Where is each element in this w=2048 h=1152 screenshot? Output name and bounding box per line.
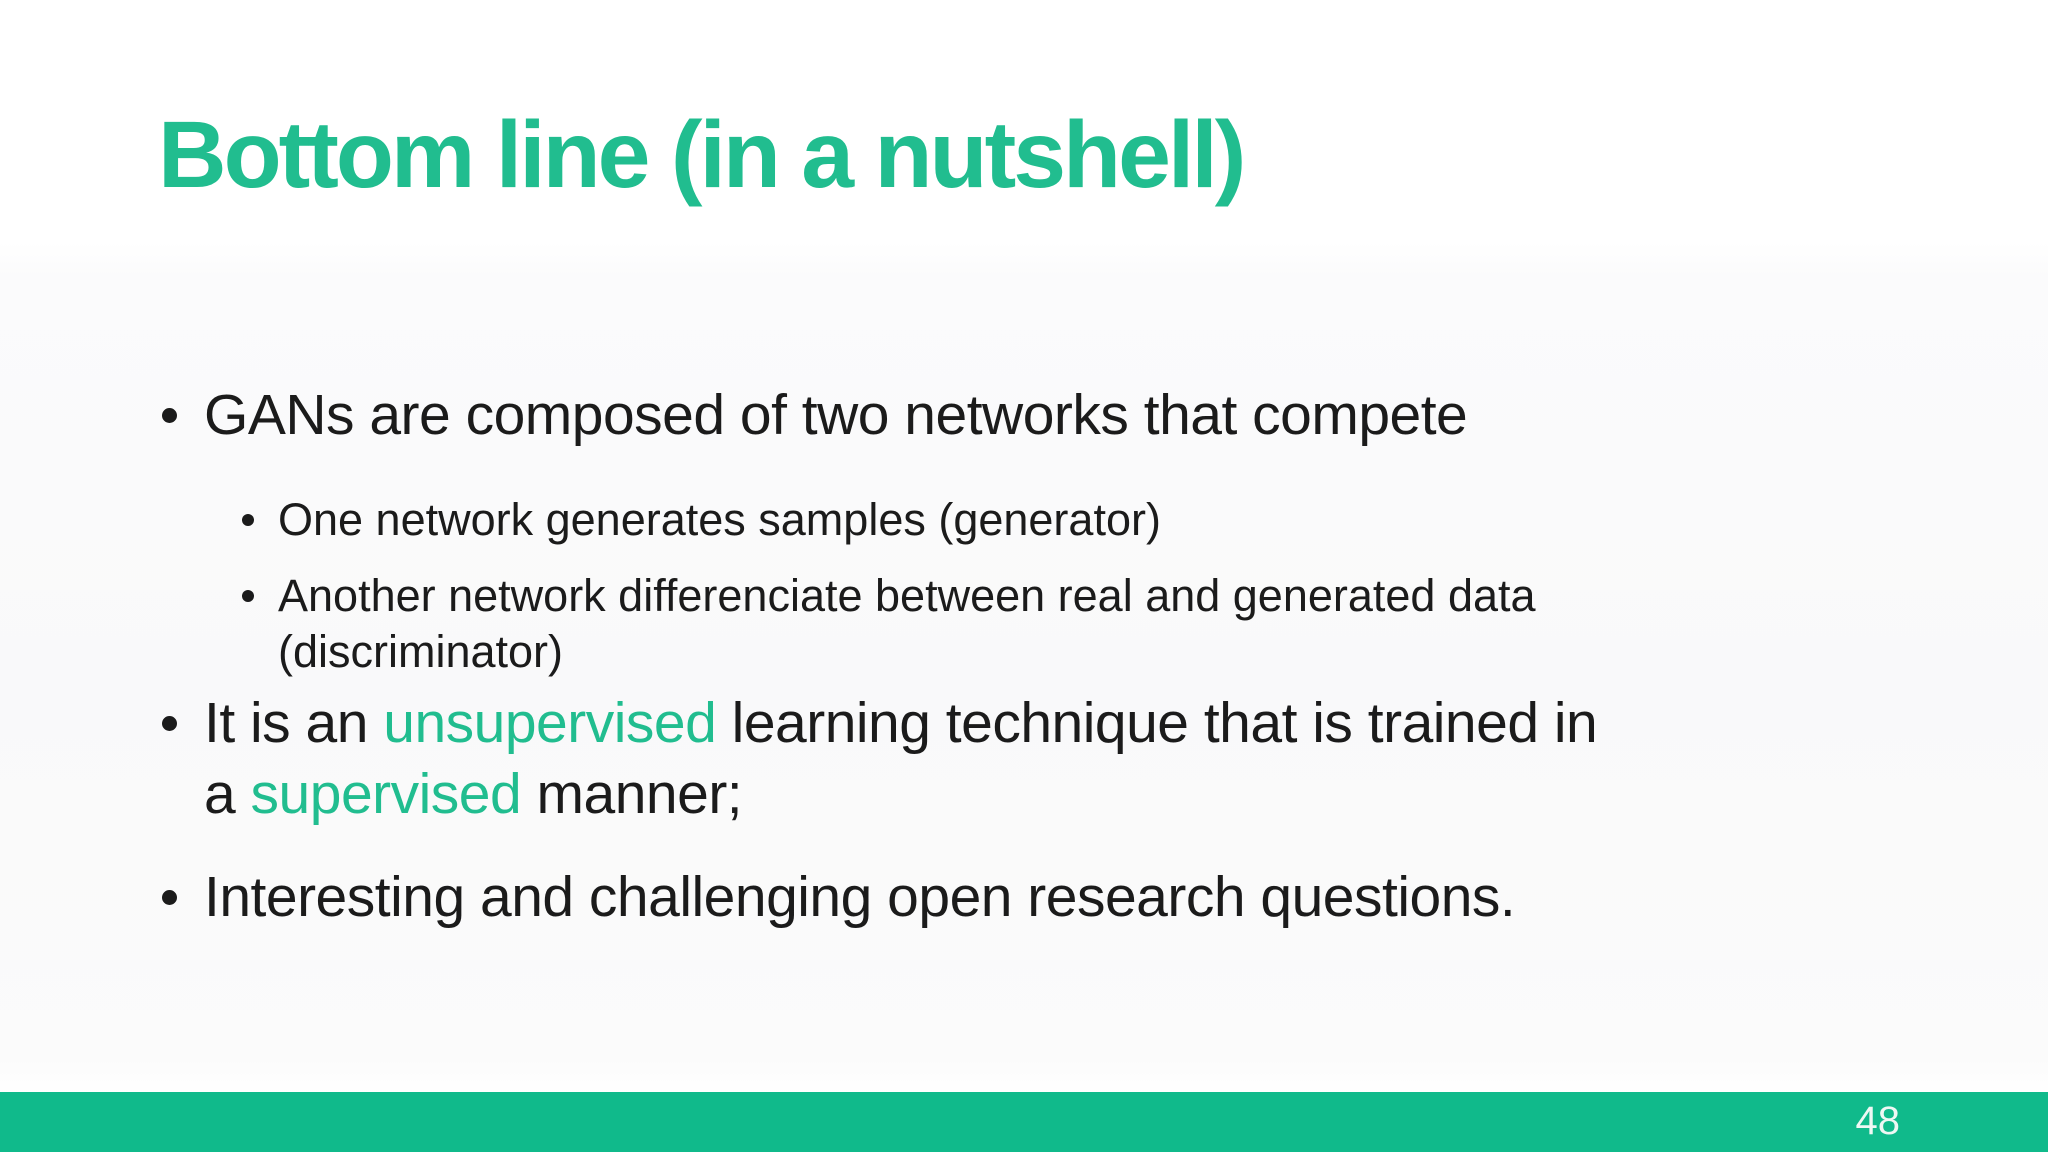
bullet-text-segment: Interesting and challenging open researc…	[204, 865, 1516, 929]
footer-bar: 48	[0, 1092, 2048, 1152]
bullet-text-segment: learning technique that is trained in a	[204, 691, 1598, 826]
bullet-text-accent-segment: supervised	[250, 762, 522, 826]
bullet-text-segment: It is an	[204, 691, 384, 755]
bullet-item: GANs are composed of two networks that c…	[160, 380, 1992, 451]
bullet-text-segment: GANs are composed of two networks that c…	[204, 383, 1468, 447]
bullet-text-segment: manner;	[521, 762, 743, 826]
bullet-item: It is an unsupervised learning technique…	[160, 688, 1992, 830]
bullet-text-segment: One network generates samples (generator…	[278, 494, 1161, 545]
slide-title: Bottom line (in a nutshell)	[158, 102, 1246, 208]
bullet-text-segment: Another network differenciate between re…	[278, 570, 1536, 677]
sub-bullet-item: Another network differenciate between re…	[242, 568, 1992, 680]
bullet-text-accent-segment: unsupervised	[383, 691, 717, 755]
sub-bullet-item: One network generates samples (generator…	[242, 492, 1992, 548]
bullet-list: GANs are composed of two networks that c…	[160, 380, 1992, 933]
bullet-item: Interesting and challenging open researc…	[160, 862, 1992, 933]
page-number: 48	[1855, 1099, 1901, 1143]
